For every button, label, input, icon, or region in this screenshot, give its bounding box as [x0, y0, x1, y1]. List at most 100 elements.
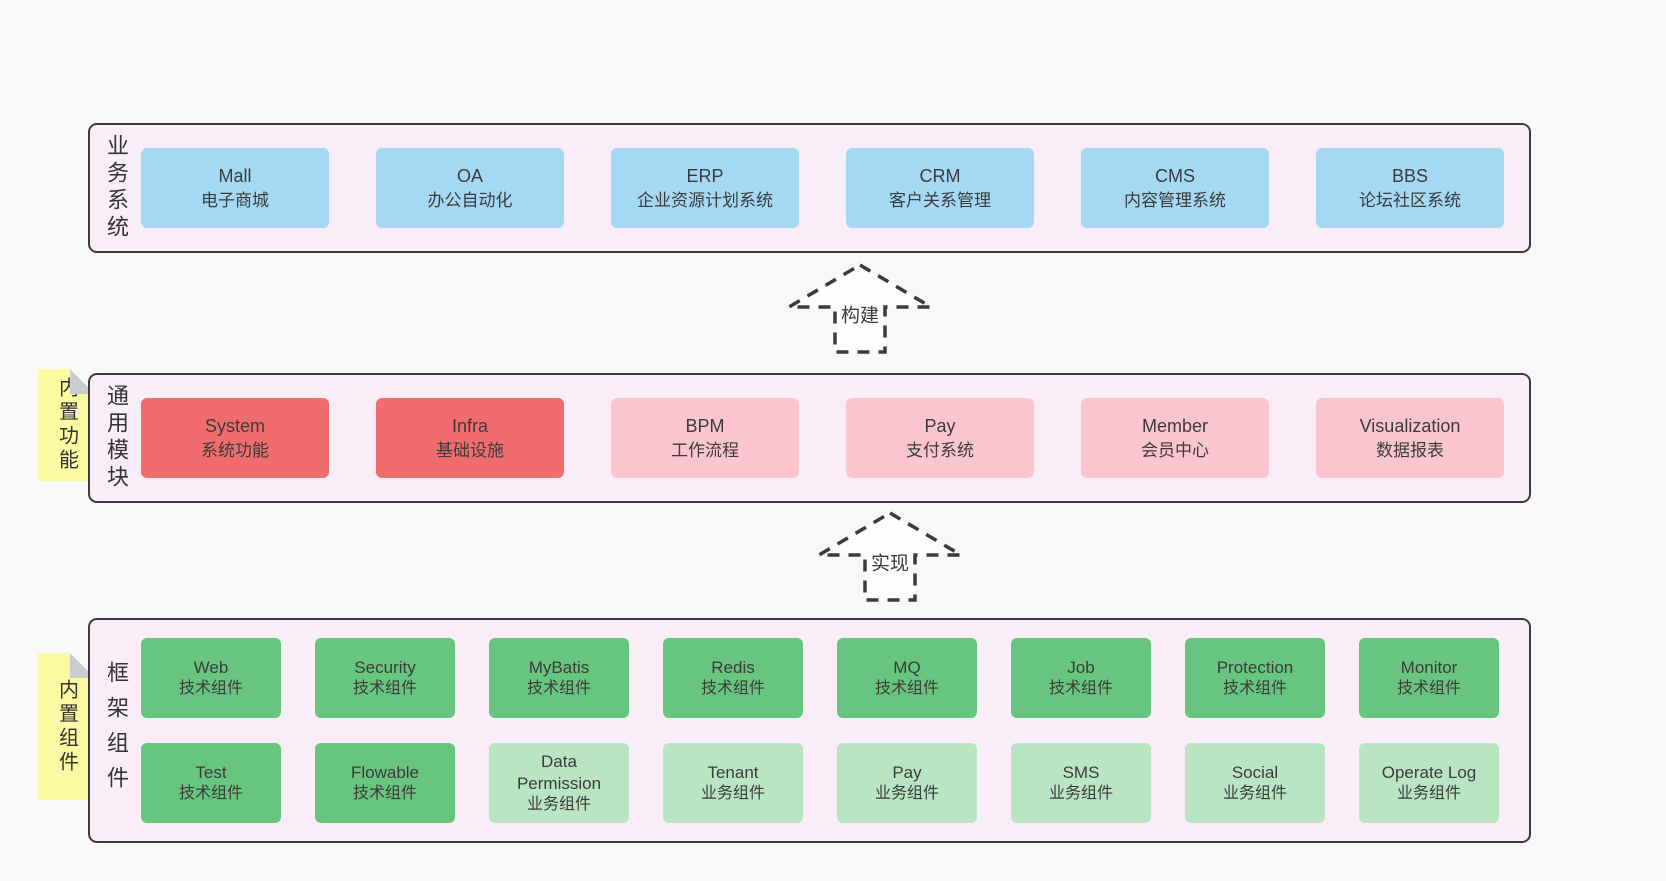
node-flowable: Flowable 技术组件 — [315, 743, 455, 823]
node-title: BBS — [1391, 165, 1429, 186]
node-job: Job 技术组件 — [1011, 638, 1151, 718]
modules-box-row: System 系统功能 Infra 基础设施 BPM 工作流程 Pay 支付系统… — [141, 398, 1504, 478]
node-title: Job — [1067, 657, 1095, 677]
node-subtitle: 会员中心 — [1141, 440, 1209, 460]
node-mall: Mall 电子商城 — [141, 148, 329, 228]
node-subtitle: 技术组件 — [700, 679, 765, 697]
node-protection: Protection 技术组件 — [1185, 638, 1325, 718]
node-title: Visualization — [1359, 415, 1461, 436]
node-subtitle: 技术组件 — [352, 784, 417, 802]
node-redis: Redis 技术组件 — [663, 638, 803, 718]
business-box-row: Mall 电子商城 OA 办公自动化 ERP 企业资源计划系统 CRM 客户关系… — [141, 148, 1504, 228]
node-title: Pay — [924, 415, 956, 436]
node-subtitle: 基础设施 — [436, 440, 504, 460]
node-infra: Infra 基础设施 — [376, 398, 564, 478]
node-subtitle: 业务组件 — [1396, 784, 1461, 802]
node-test: Test 技术组件 — [141, 743, 281, 823]
node-subtitle: 客户关系管理 — [889, 190, 991, 210]
node-oa: OA 办公自动化 — [376, 148, 564, 228]
node-title: MyBatis — [528, 657, 590, 677]
node-operate-log: Operate Log 业务组件 — [1359, 743, 1499, 823]
node-subtitle: 业务组件 — [700, 784, 765, 802]
node-subtitle: 业务组件 — [1048, 784, 1113, 802]
node-title: Flowable — [350, 762, 420, 782]
node-monitor: Monitor 技术组件 — [1359, 638, 1499, 718]
node-title: ERP — [686, 165, 724, 186]
node-title: Mall — [218, 165, 252, 186]
sticky-tab-built-in-features: 内置功能 — [38, 369, 95, 481]
node-subtitle: 电子商城 — [201, 190, 269, 210]
node-title: Operate Log — [1381, 762, 1477, 782]
node-subtitle: 论坛社区系统 — [1359, 190, 1461, 210]
node-title: BPM — [685, 415, 725, 436]
node-subtitle: 数据报表 — [1376, 440, 1444, 460]
node-title: Test — [195, 762, 227, 782]
arrow-implement-label: 实现 — [867, 548, 913, 576]
layer-business-systems: 业务系统 Mall 电子商城 OA 办公自动化 ERP 企业资源计划系统 CRM… — [88, 123, 1531, 253]
sticky-tab-built-in-components: 内置组件 — [38, 653, 95, 800]
node-subtitle: 技术组件 — [874, 679, 939, 697]
node-member: Member 会员中心 — [1081, 398, 1269, 478]
node-pay-system: Pay 支付系统 — [846, 398, 1034, 478]
node-bpm: BPM 工作流程 — [611, 398, 799, 478]
node-pay-component: Pay 业务组件 — [837, 743, 977, 823]
layer-framework-components: 框架组件 Web 技术组件 Security 技术组件 MyBatis 技术组件… — [88, 618, 1531, 843]
node-title: CRM — [919, 165, 961, 186]
node-sms: SMS 业务组件 — [1011, 743, 1151, 823]
node-subtitle: 业务组件 — [1222, 784, 1287, 802]
node-visualization: Visualization 数据报表 — [1316, 398, 1504, 478]
node-social: Social 业务组件 — [1185, 743, 1325, 823]
node-subtitle: 技术组件 — [178, 784, 243, 802]
sticky-tab-label: 内置组件 — [55, 678, 78, 775]
layer-common-modules-label: 通用模块 — [104, 384, 129, 492]
node-subtitle: 企业资源计划系统 — [637, 190, 773, 210]
node-mybatis: MyBatis 技术组件 — [489, 638, 629, 718]
node-data-permission: Data Permission 业务组件 — [489, 743, 629, 823]
arrow-build: 构建 — [785, 261, 935, 356]
node-mq: MQ 技术组件 — [837, 638, 977, 718]
components-row-1: Web 技术组件 Security 技术组件 MyBatis 技术组件 Redi… — [141, 638, 1499, 718]
node-title: Web — [193, 657, 229, 677]
node-title: Data Permission — [516, 751, 602, 793]
node-title: Social — [1231, 762, 1279, 782]
node-subtitle: 技术组件 — [1396, 679, 1461, 697]
node-title: Pay — [892, 762, 922, 782]
node-title: Protection — [1216, 657, 1294, 677]
node-subtitle: 业务组件 — [874, 784, 939, 802]
node-subtitle: 工作流程 — [671, 440, 739, 460]
node-subtitle: 技术组件 — [526, 679, 591, 697]
node-title: Redis — [711, 657, 755, 677]
node-title: SMS — [1062, 762, 1100, 782]
node-title: System — [204, 415, 265, 436]
node-subtitle: 技术组件 — [178, 679, 243, 697]
sticky-tab-label: 内置功能 — [55, 377, 78, 473]
node-subtitle: 业务组件 — [526, 795, 591, 813]
components-rows: Web 技术组件 Security 技术组件 MyBatis 技术组件 Redi… — [141, 638, 1499, 823]
node-title: Security — [354, 657, 416, 677]
node-subtitle: 技术组件 — [352, 679, 417, 697]
node-subtitle: 内容管理系统 — [1124, 190, 1226, 210]
node-erp: ERP 企业资源计划系统 — [611, 148, 799, 228]
node-subtitle: 技术组件 — [1222, 679, 1287, 697]
layer-framework-components-label: 框架组件 — [104, 660, 129, 801]
node-subtitle: 系统功能 — [201, 440, 269, 460]
node-subtitle: 支付系统 — [906, 440, 974, 460]
node-web: Web 技术组件 — [141, 638, 281, 718]
layer-common-modules: 通用模块 System 系统功能 Infra 基础设施 BPM 工作流程 Pay… — [88, 373, 1531, 503]
node-bbs: BBS 论坛社区系统 — [1316, 148, 1504, 228]
node-subtitle: 技术组件 — [1048, 679, 1113, 697]
node-cms: CMS 内容管理系统 — [1081, 148, 1269, 228]
node-title: MQ — [893, 657, 921, 677]
node-title: OA — [456, 165, 483, 186]
arrow-implement: 实现 — [815, 509, 965, 604]
node-system: System 系统功能 — [141, 398, 329, 478]
node-title: Monitor — [1400, 657, 1458, 677]
node-title: Tenant — [707, 762, 759, 782]
node-subtitle: 办公自动化 — [427, 190, 513, 210]
node-title: Member — [1141, 415, 1208, 436]
arrow-build-label: 构建 — [837, 300, 883, 328]
components-row-2: Test 技术组件 Flowable 技术组件 Data Permission … — [141, 743, 1499, 823]
node-title: Infra — [451, 415, 489, 436]
node-security: Security 技术组件 — [315, 638, 455, 718]
